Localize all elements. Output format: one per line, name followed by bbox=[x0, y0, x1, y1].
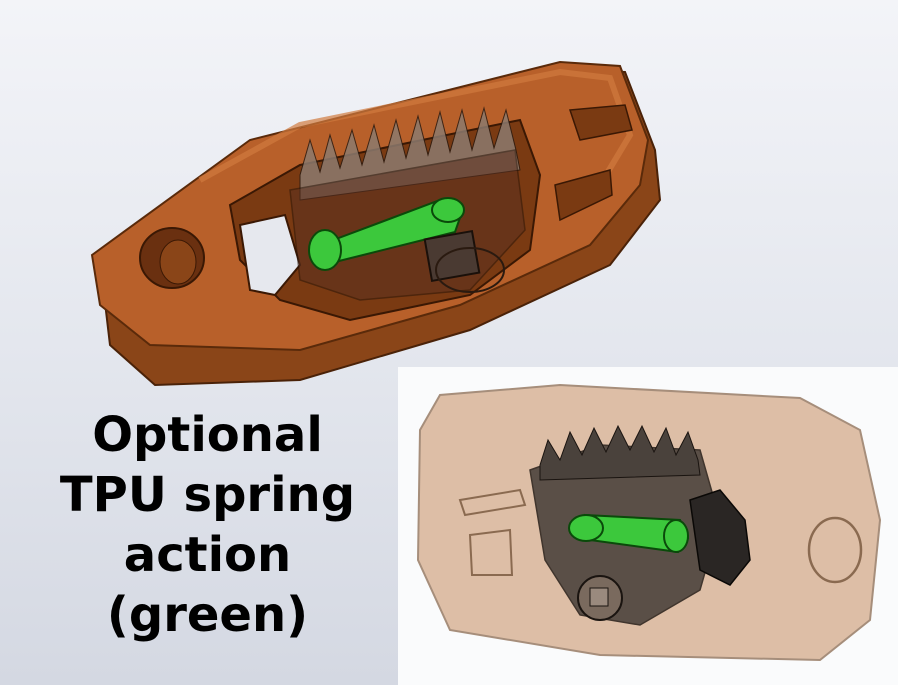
rotor-teeth bbox=[539, 424, 701, 481]
housing-window bbox=[238, 213, 302, 297]
caption-line-1: Optional bbox=[92, 407, 323, 463]
caption-line-2: TPU spring bbox=[59, 467, 356, 523]
pivot-block bbox=[423, 229, 505, 293]
right-mounting-hole bbox=[807, 516, 863, 584]
caption-line-3: action bbox=[123, 527, 292, 583]
left-slot-features bbox=[458, 488, 527, 576]
right-slot-lower bbox=[554, 169, 613, 222]
caption-line-4: (green) bbox=[106, 587, 309, 643]
tpu-spring-arm bbox=[308, 197, 465, 271]
transparent-housing-render bbox=[398, 367, 898, 685]
right-slot-upper bbox=[568, 104, 633, 141]
left-hole-inner bbox=[159, 239, 197, 285]
caption: Optional TPU spring action (green) bbox=[20, 405, 395, 645]
housing-rim bbox=[198, 68, 634, 187]
side-gear bbox=[689, 489, 751, 586]
inset-spring-arm bbox=[568, 513, 690, 554]
